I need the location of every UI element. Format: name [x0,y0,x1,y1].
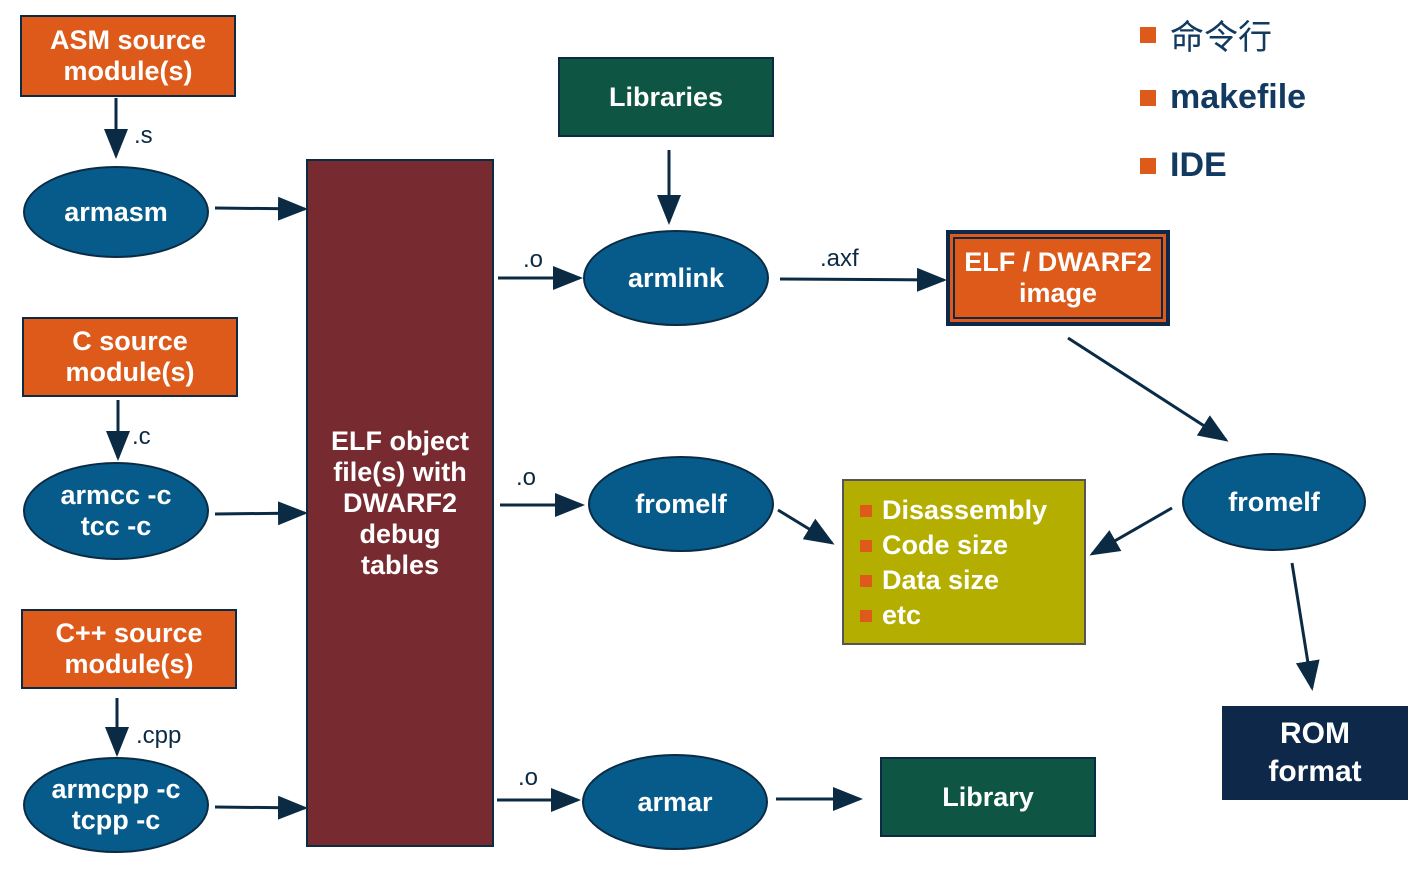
edge-label-c: .c [132,423,151,450]
armcc-label: armcc -c tcc -c [60,480,172,541]
armar-label: armar [637,786,713,817]
armcpp-label: armcpp -c tcpp -c [51,774,181,835]
legend-bullet-icon [1140,26,1156,43]
armasm-node: armasm [23,166,209,258]
rom-format-label: ROM format [1268,717,1362,788]
armasm-label: armasm [64,196,168,227]
arrow-fromelf-right-to-rom [1290,562,1320,691]
legend-item-makefile: makefile [1140,78,1306,117]
elf-object-label: ELF object file(s) with DWARF2 debug tab… [330,425,469,580]
output-info-item: Data size [860,563,1047,598]
library-label: Library [942,781,1034,812]
arrow-image-to-fromelf [1067,336,1229,442]
arrow-armasm-to-elf [214,196,308,221]
output-info-item: etc [860,598,1047,633]
fromelf-node-right: fromelf [1182,453,1366,551]
cpp-source-label: C++ source module(s) [55,618,203,679]
c-source-label: C source module(s) [65,326,195,387]
asm-source-box: ASM source module(s) [20,15,236,97]
arrow-armlink-to-image [779,267,947,292]
legend-bullet-icon [1140,89,1156,106]
legend-item-command-line: 命令行 [1140,10,1272,59]
asm-source-label: ASM source module(s) [49,25,207,86]
cpp-source-box: C++ source module(s) [21,609,237,689]
output-info-data-size: Data size [882,565,1000,595]
elf-object-files: ELF object file(s) with DWARF2 debug tab… [306,159,494,847]
edge-label-o-fromelf: .o [516,464,537,491]
output-info-item: Code size [860,528,1047,563]
fromelf-right-label: fromelf [1228,486,1320,517]
edge-label-s: .s [134,122,153,149]
edge-label-o-armar: .o [518,764,539,791]
armcpp-node: armcpp -c tcpp -c [23,757,209,853]
fromelf-middle-label: fromelf [635,488,727,519]
bullet-icon [860,539,872,552]
legend-command-line-label: 命令行 [1170,18,1272,58]
libraries-label: Libraries [608,81,724,112]
output-info-code-size: Code size [882,530,1009,560]
output-info-list: Disassembly Code size Data size etc [860,493,1047,633]
libraries-box: Libraries [558,57,774,137]
armlink-node: armlink [583,230,769,326]
output-info-etc: etc [882,600,922,630]
legend-item-ide: IDE [1140,146,1227,185]
armlink-label: armlink [627,262,725,293]
legend-ide-label: IDE [1170,146,1227,184]
bullet-icon [860,609,872,622]
bullet-icon [860,504,872,517]
armcc-node: armcc -c tcc -c [23,462,209,560]
arrow-armcc-to-elf [214,501,308,526]
c-source-box: C source module(s) [22,317,238,397]
fromelf-node-middle: fromelf [588,456,774,552]
output-info-item: Disassembly [860,493,1047,528]
legend-bullet-icon [1140,157,1156,174]
edge-label-o-link: .o [523,246,544,273]
rom-format-box: ROM format [1222,706,1408,800]
legend-makefile-label: makefile [1170,78,1307,116]
edge-label-cpp: .cpp [136,722,182,749]
edge-label-axf: .axf [820,245,859,272]
arrow-armcpp-to-elf [214,795,308,820]
output-info-disassembly: Disassembly [882,495,1048,525]
output-info-box: Disassembly Code size Data size etc [842,479,1086,645]
library-box: Library [880,757,1096,837]
elf-image-box: ELF / DWARF2 image [946,230,1170,326]
armar-node: armar [582,754,768,850]
elf-image-label: ELF / DWARF2 image [964,247,1152,308]
bullet-icon [860,574,872,587]
arrow-fromelf-to-info [777,508,835,545]
arrow-fromelf-right-to-info [1089,506,1173,556]
